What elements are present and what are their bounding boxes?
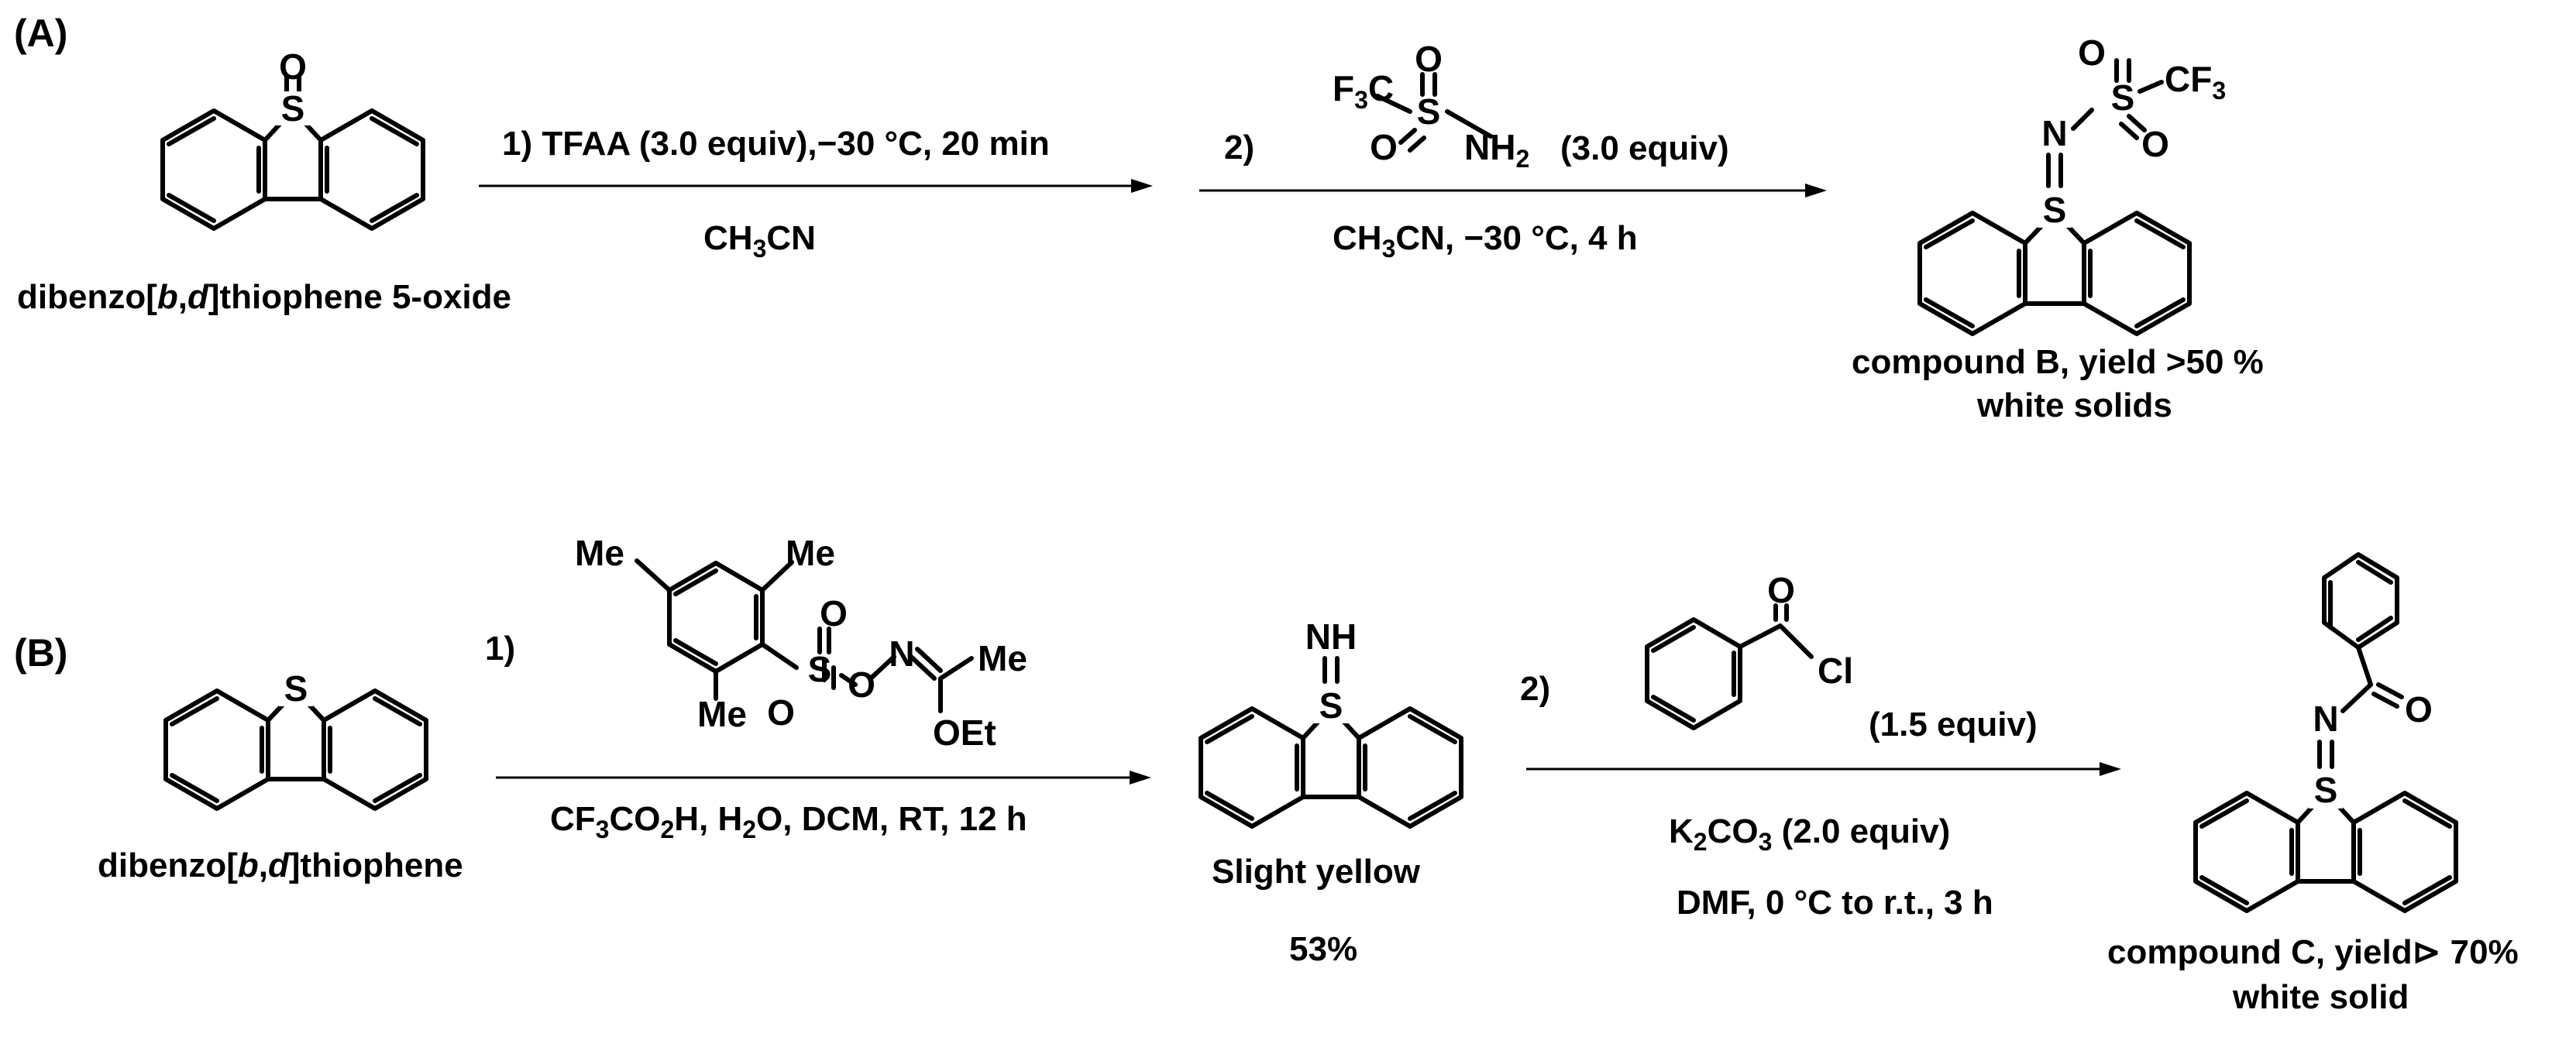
molecule-aminating-reagent: Me Me Me S O O O N Me OEt xyxy=(575,533,1027,753)
molecule-sulfilimine: S NH xyxy=(1199,616,1463,829)
intermediate-yield: 53% xyxy=(1289,930,1357,968)
svg-text:NH: NH xyxy=(1305,616,1357,657)
svg-text:CF3: CF3 xyxy=(2165,59,2226,105)
step-a2-number: 2) xyxy=(1224,129,1254,167)
step-b2-number: 2) xyxy=(1520,670,1550,708)
svg-text:S: S xyxy=(2043,190,2067,230)
svg-text:O: O xyxy=(767,692,795,733)
svg-text:Me: Me xyxy=(978,638,1027,678)
compound-name-dbt: dibenzo[b,d]thiophene xyxy=(98,846,463,884)
svg-text:S: S xyxy=(808,649,832,689)
svg-text:O: O xyxy=(848,664,875,705)
svg-text:S: S xyxy=(2314,770,2338,810)
svg-text:OEt: OEt xyxy=(933,713,996,753)
product-c-appearance: white solid xyxy=(2232,978,2409,1016)
svg-text:N: N xyxy=(2041,113,2067,153)
step-a2-conditions: CH3CN, −30 °C, 4 h xyxy=(1333,219,1638,263)
svg-text:Me: Me xyxy=(786,533,835,573)
step-b1-conditions: CF3CO2H, H2O, DCM, RT, 12 h xyxy=(550,800,1027,843)
svg-text:Me: Me xyxy=(697,694,747,734)
svg-text:O: O xyxy=(2405,689,2433,730)
svg-text:O: O xyxy=(1415,39,1443,79)
svg-text:S: S xyxy=(284,668,308,709)
step-b2-equiv: (1.5 equiv) xyxy=(1869,706,2038,743)
svg-text:N: N xyxy=(2313,699,2338,739)
molecule-dibenzothiophene: S xyxy=(163,668,428,811)
svg-text:O: O xyxy=(1767,570,1795,610)
step-a1-reagents: 1) TFAA (3.0 equiv),−30 °C, 20 min xyxy=(502,125,1050,163)
product-b-appearance: white solids xyxy=(1976,386,2172,424)
svg-text:S: S xyxy=(1417,91,1441,132)
molecule-compound-b: S N S O O CF3 xyxy=(1917,33,2226,336)
svg-text:N: N xyxy=(889,634,914,674)
svg-text:F3C: F3C xyxy=(1333,68,1394,114)
svg-text:O: O xyxy=(820,593,848,634)
step-a1-solvent: CH3CN xyxy=(703,219,816,263)
product-c-label: compound C, yield⊳ 70% xyxy=(2107,933,2519,971)
svg-text:NH2: NH2 xyxy=(1464,127,1529,173)
molecule-compound-c: S N O xyxy=(2193,552,2458,913)
compound-name-dbt-oxide: dibenzo[b,d]thiophene 5-oxide xyxy=(17,278,511,316)
svg-text:Me: Me xyxy=(575,533,624,573)
molecule-benzoyl-chloride: O Cl xyxy=(1645,570,1853,730)
step-a2-equiv: (3.0 equiv) xyxy=(1560,129,1729,167)
step-b1-number: 1) xyxy=(485,630,515,668)
intermediate-appearance: Slight yellow xyxy=(1212,853,1421,891)
step-b2-base: K2CO3 (2.0 equiv) xyxy=(1669,812,1950,856)
atom-s: S xyxy=(281,88,305,129)
svg-text:S: S xyxy=(1319,685,1343,726)
step-b2-conditions: DMF, 0 °C to r.t., 3 h xyxy=(1677,884,1993,922)
atom-o: O xyxy=(279,46,307,87)
svg-text:O: O xyxy=(2141,124,2169,164)
product-b-label: compound B, yield >50 % xyxy=(1852,343,2264,381)
svg-text:O: O xyxy=(1370,127,1398,167)
svg-text:O: O xyxy=(2078,33,2106,73)
section-label-a: (A) xyxy=(14,12,67,55)
section-label-b: (B) xyxy=(14,631,67,675)
molecule-dibenzothiophene-oxide: S O xyxy=(160,46,425,231)
molecule-triflamide: F3C O S O NH2 xyxy=(1333,39,1529,173)
svg-text:Cl: Cl xyxy=(1818,651,1853,691)
svg-text:S: S xyxy=(2111,77,2135,118)
